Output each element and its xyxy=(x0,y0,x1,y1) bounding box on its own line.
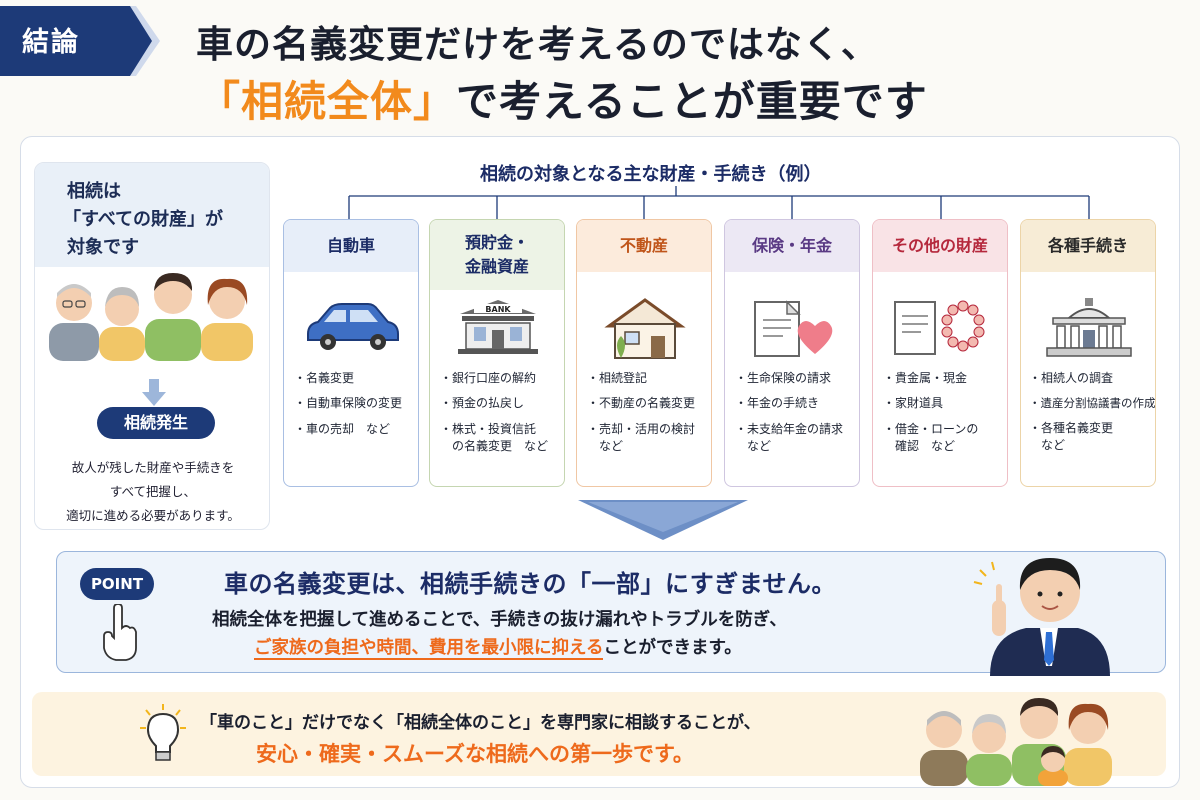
category-insurance-items: ・生命保険の請求 ・年金の手続き ・未支給年金の請求 など xyxy=(735,370,859,464)
pointing-hand-icon xyxy=(103,604,137,661)
list-item: ・株式・投資信託 xyxy=(440,421,537,436)
list-item: ・相続登記 xyxy=(587,371,648,385)
point-title: 車の名義変更は、相続手続きの「一部」にすぎません。 xyxy=(224,570,837,598)
arrow-down-icon xyxy=(142,379,166,406)
family-illustration-bottom xyxy=(920,698,1112,786)
category-card-savings: 預貯金・金融資産 BANK ・銀行口座の解約 ・預金の払戻し ・株式・投資信託 … xyxy=(429,219,565,487)
conclusion-tag-label: 結論 xyxy=(22,27,80,58)
document-heart-icon xyxy=(754,300,833,357)
list-item: ・不動産の名義変更 xyxy=(587,396,696,411)
list-item: ・貴金属・現金 xyxy=(883,371,968,385)
government-building-icon xyxy=(1046,298,1132,357)
list-item: ・年金の手続き xyxy=(735,396,820,411)
list-item: ・各種名義変更 xyxy=(1029,421,1114,436)
category-other-assets-items: ・貴金属・現金 ・家財道具 ・借金・ローンの 確認 など xyxy=(883,370,1007,464)
category-real-estate-items: ・相続登記 ・不動産の名義変更 ・売却・活用の検討 など xyxy=(587,370,711,464)
conclusion-tag xyxy=(0,6,160,76)
category-card-other-assets: その他の財産 ・貴金属・現金 ・家財道具 ・借金・ローンの 確認 など xyxy=(872,219,1008,487)
scope-desc-line3: 適切に進める必要があります。 xyxy=(66,508,240,523)
category-procedures-title: 各種手続き xyxy=(1021,220,1155,272)
point-badge: POINT xyxy=(80,568,154,600)
list-item: ・自動車保険の変更 xyxy=(294,396,403,411)
scope-desc-line2: すべて把握し、 xyxy=(109,484,197,499)
list-item: など xyxy=(1029,438,1066,453)
scope-desc-line1: 故人が残した財産や手続きを xyxy=(71,460,235,475)
category-insurance-title: 保険・年金 xyxy=(725,220,859,272)
list-item: ・未支給年金の請求 xyxy=(735,421,844,436)
list-item: など xyxy=(587,439,624,454)
category-savings-items: ・銀行口座の解約 ・預金の払戻し ・株式・投資信託 の名義変更 など xyxy=(440,370,564,464)
document-pearls-icon xyxy=(894,300,985,355)
headline-close-bracket: 」 xyxy=(413,77,457,126)
category-other-assets-title: その他の財産 xyxy=(873,220,1007,272)
scope-title-line1: 相続は xyxy=(67,181,121,202)
savings-title-line1: 預貯金・ xyxy=(464,233,529,252)
family-illustration xyxy=(49,273,253,361)
big-down-arrow-icon xyxy=(578,500,748,540)
bottom-line2: 安心・確実・スムーズな相続への第一歩です。 xyxy=(256,742,694,766)
list-item: など xyxy=(735,439,772,454)
category-card-real-estate: 不動産 ・相続登記 ・不動産の名義変更 ・売却・活用の検討 など xyxy=(576,219,712,487)
category-card-insurance: 保険・年金 ・生命保険の請求 ・年金の手続き ・未支給年金の請求 など xyxy=(724,219,860,487)
list-item: ・遺産分割協議書の作成 xyxy=(1029,396,1156,411)
category-procedures-items: ・相続人の調査 ・遺産分割協議書の作成 ・各種名義変更 など xyxy=(1029,370,1156,463)
list-item: ・借金・ローンの xyxy=(883,421,979,436)
list-item: 確認 など xyxy=(883,439,956,454)
car-icon xyxy=(307,303,399,350)
headline-highlight: 相続全体 xyxy=(241,77,414,126)
list-item: ・生命保険の請求 xyxy=(735,371,832,385)
inheritance-scope-card: 相続は 「すべての財産」が 対象です 相続発生 故人が残した財産や手続きを すべ… xyxy=(34,162,270,530)
savings-title-line2: 金融資産 xyxy=(464,257,529,276)
point-line2: ご家族の負担や時間、費用を最小限に抑えることができます。 xyxy=(254,634,742,660)
headline-line1: 車の名義変更だけを考えるのではなく、 xyxy=(196,23,879,66)
bottom-line1: 「車のこと」だけでなく「相続全体のこと」を専門家に相談することが、 xyxy=(200,713,761,733)
category-real-estate-title: 不動産 xyxy=(577,220,711,272)
category-card-car: 自動車 ・名義変更 ・自動車保険の変更 ・車の売却 など xyxy=(283,219,419,487)
light-bulb-icon xyxy=(140,704,186,761)
scope-card-header: 相続は 「すべての財産」が 対象です xyxy=(35,163,269,267)
list-item: ・預金の払戻し xyxy=(440,396,525,411)
list-item: ・相続人の調査 xyxy=(1029,371,1114,385)
point-line2-rest: ことができます。 xyxy=(603,638,742,658)
list-item: ・売却・活用の検討 xyxy=(587,421,696,436)
category-savings-title: 預貯金・金融資産 xyxy=(430,220,564,290)
svg-text:BANK: BANK xyxy=(485,305,511,314)
list-item: ・家財道具 xyxy=(883,396,944,411)
list-item: ・車の売却 など xyxy=(294,421,391,436)
scope-title-line3: 対象です xyxy=(67,237,139,258)
category-card-procedures: 各種手続き ・相続人の調査 ・遺産分割協議書の作成 ・各種名義変更 など xyxy=(1020,219,1156,487)
point-line1: 相続全体を把握して進めることで、手続きの抜け漏れやトラブルを防ぎ、 xyxy=(212,610,787,630)
inheritance-event-badge: 相続発生 xyxy=(97,407,215,439)
category-car-title: 自動車 xyxy=(284,220,418,272)
businessman-illustration xyxy=(973,558,1110,676)
headline-line2: 「相続全体」で考えることが重要です xyxy=(198,68,928,129)
category-connector-lines xyxy=(348,186,1090,219)
point-line2-highlight: ご家族の負担や時間、費用を最小限に抑える xyxy=(254,638,604,660)
category-car-items: ・名義変更 ・自動車保険の変更 ・車の売却 など xyxy=(294,370,418,446)
categories-title: 相続の対象となる主な財産・手続き（例） xyxy=(480,164,822,185)
list-item: の名義変更 など xyxy=(440,439,549,454)
list-item: ・銀行口座の解約 xyxy=(440,371,537,385)
house-icon xyxy=(604,298,686,359)
bank-icon: BANK xyxy=(458,300,538,354)
headline-open-bracket: 「 xyxy=(198,77,242,126)
headline-rest: で考えることが重要です xyxy=(456,77,928,126)
list-item: ・名義変更 xyxy=(294,371,355,385)
scope-title-line2: 「すべての財産」が xyxy=(63,209,224,230)
